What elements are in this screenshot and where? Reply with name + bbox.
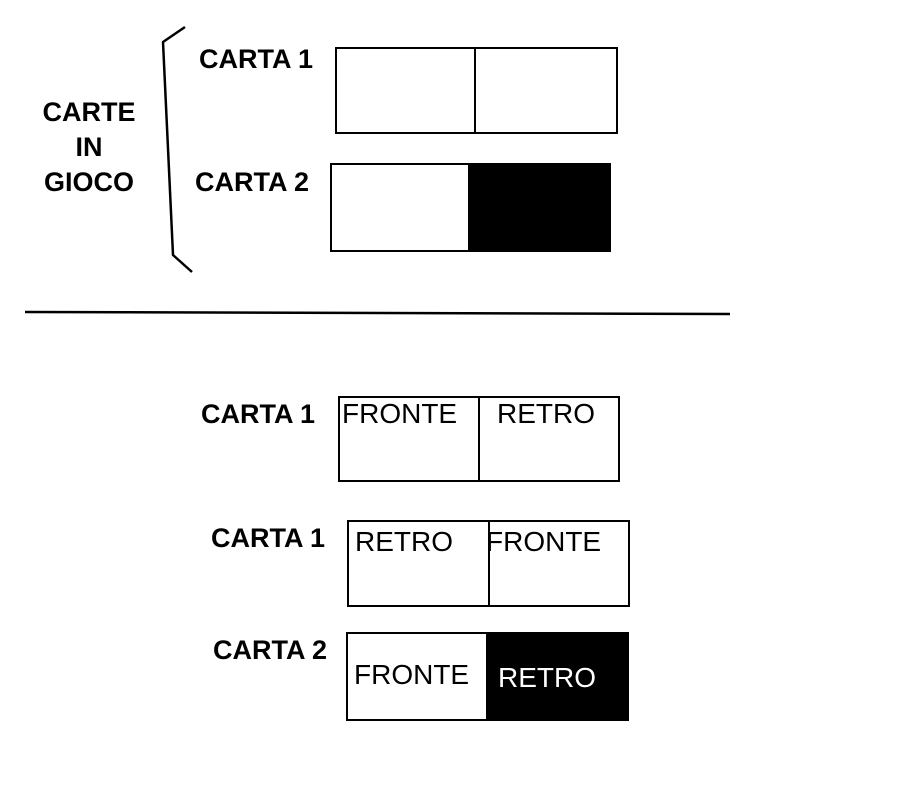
top-card-2-back [470, 163, 611, 252]
top-card-1 [335, 47, 618, 134]
group-label-line-2: IN [75, 132, 103, 162]
bottom-card-3: FRONTE RETRO [346, 632, 629, 721]
bottom-card-1-front-text: FRONTE [342, 398, 458, 429]
bottom-card-3-front-text: FRONTE [354, 659, 470, 690]
top-card-2-label: CARTA 2 [195, 167, 309, 197]
top-card-2 [330, 163, 611, 252]
bottom-card-3-label: CARTA 2 [213, 635, 327, 665]
bottom-card-2-back-text: FRONTE [486, 526, 602, 557]
brace [161, 25, 193, 273]
bottom-card-1-back-text: RETRO [497, 398, 595, 429]
bottom-card-2-back: FRONTE [486, 520, 630, 607]
top-card-1-back [476, 47, 618, 134]
top-card-2-front [330, 163, 470, 252]
bottom-card-2-label: CARTA 1 [211, 523, 325, 553]
carte-in-gioco-label: CARTE IN GIOCO [30, 95, 148, 200]
bottom-card-2-front-text: RETRO [355, 526, 453, 557]
bottom-card-3-front: FRONTE [346, 632, 488, 721]
bottom-card-2: RETRO FRONTE [347, 520, 630, 607]
bottom-card-3-back-text: RETRO [498, 662, 596, 693]
bottom-card-1-front: FRONTE [338, 396, 480, 482]
bottom-card-3-back: RETRO [488, 632, 629, 721]
group-label-line-3: GIOCO [43, 167, 134, 197]
section-divider [24, 310, 731, 316]
bottom-card-1-back: RETRO [480, 396, 620, 482]
bottom-card-2-front: RETRO [347, 520, 490, 607]
top-card-1-label: CARTA 1 [199, 44, 313, 74]
group-label-line-1: CARTE [42, 97, 136, 127]
top-card-1-front [335, 47, 476, 134]
bottom-card-1-label: CARTA 1 [201, 399, 315, 429]
bottom-card-1: FRONTE RETRO [338, 396, 620, 482]
